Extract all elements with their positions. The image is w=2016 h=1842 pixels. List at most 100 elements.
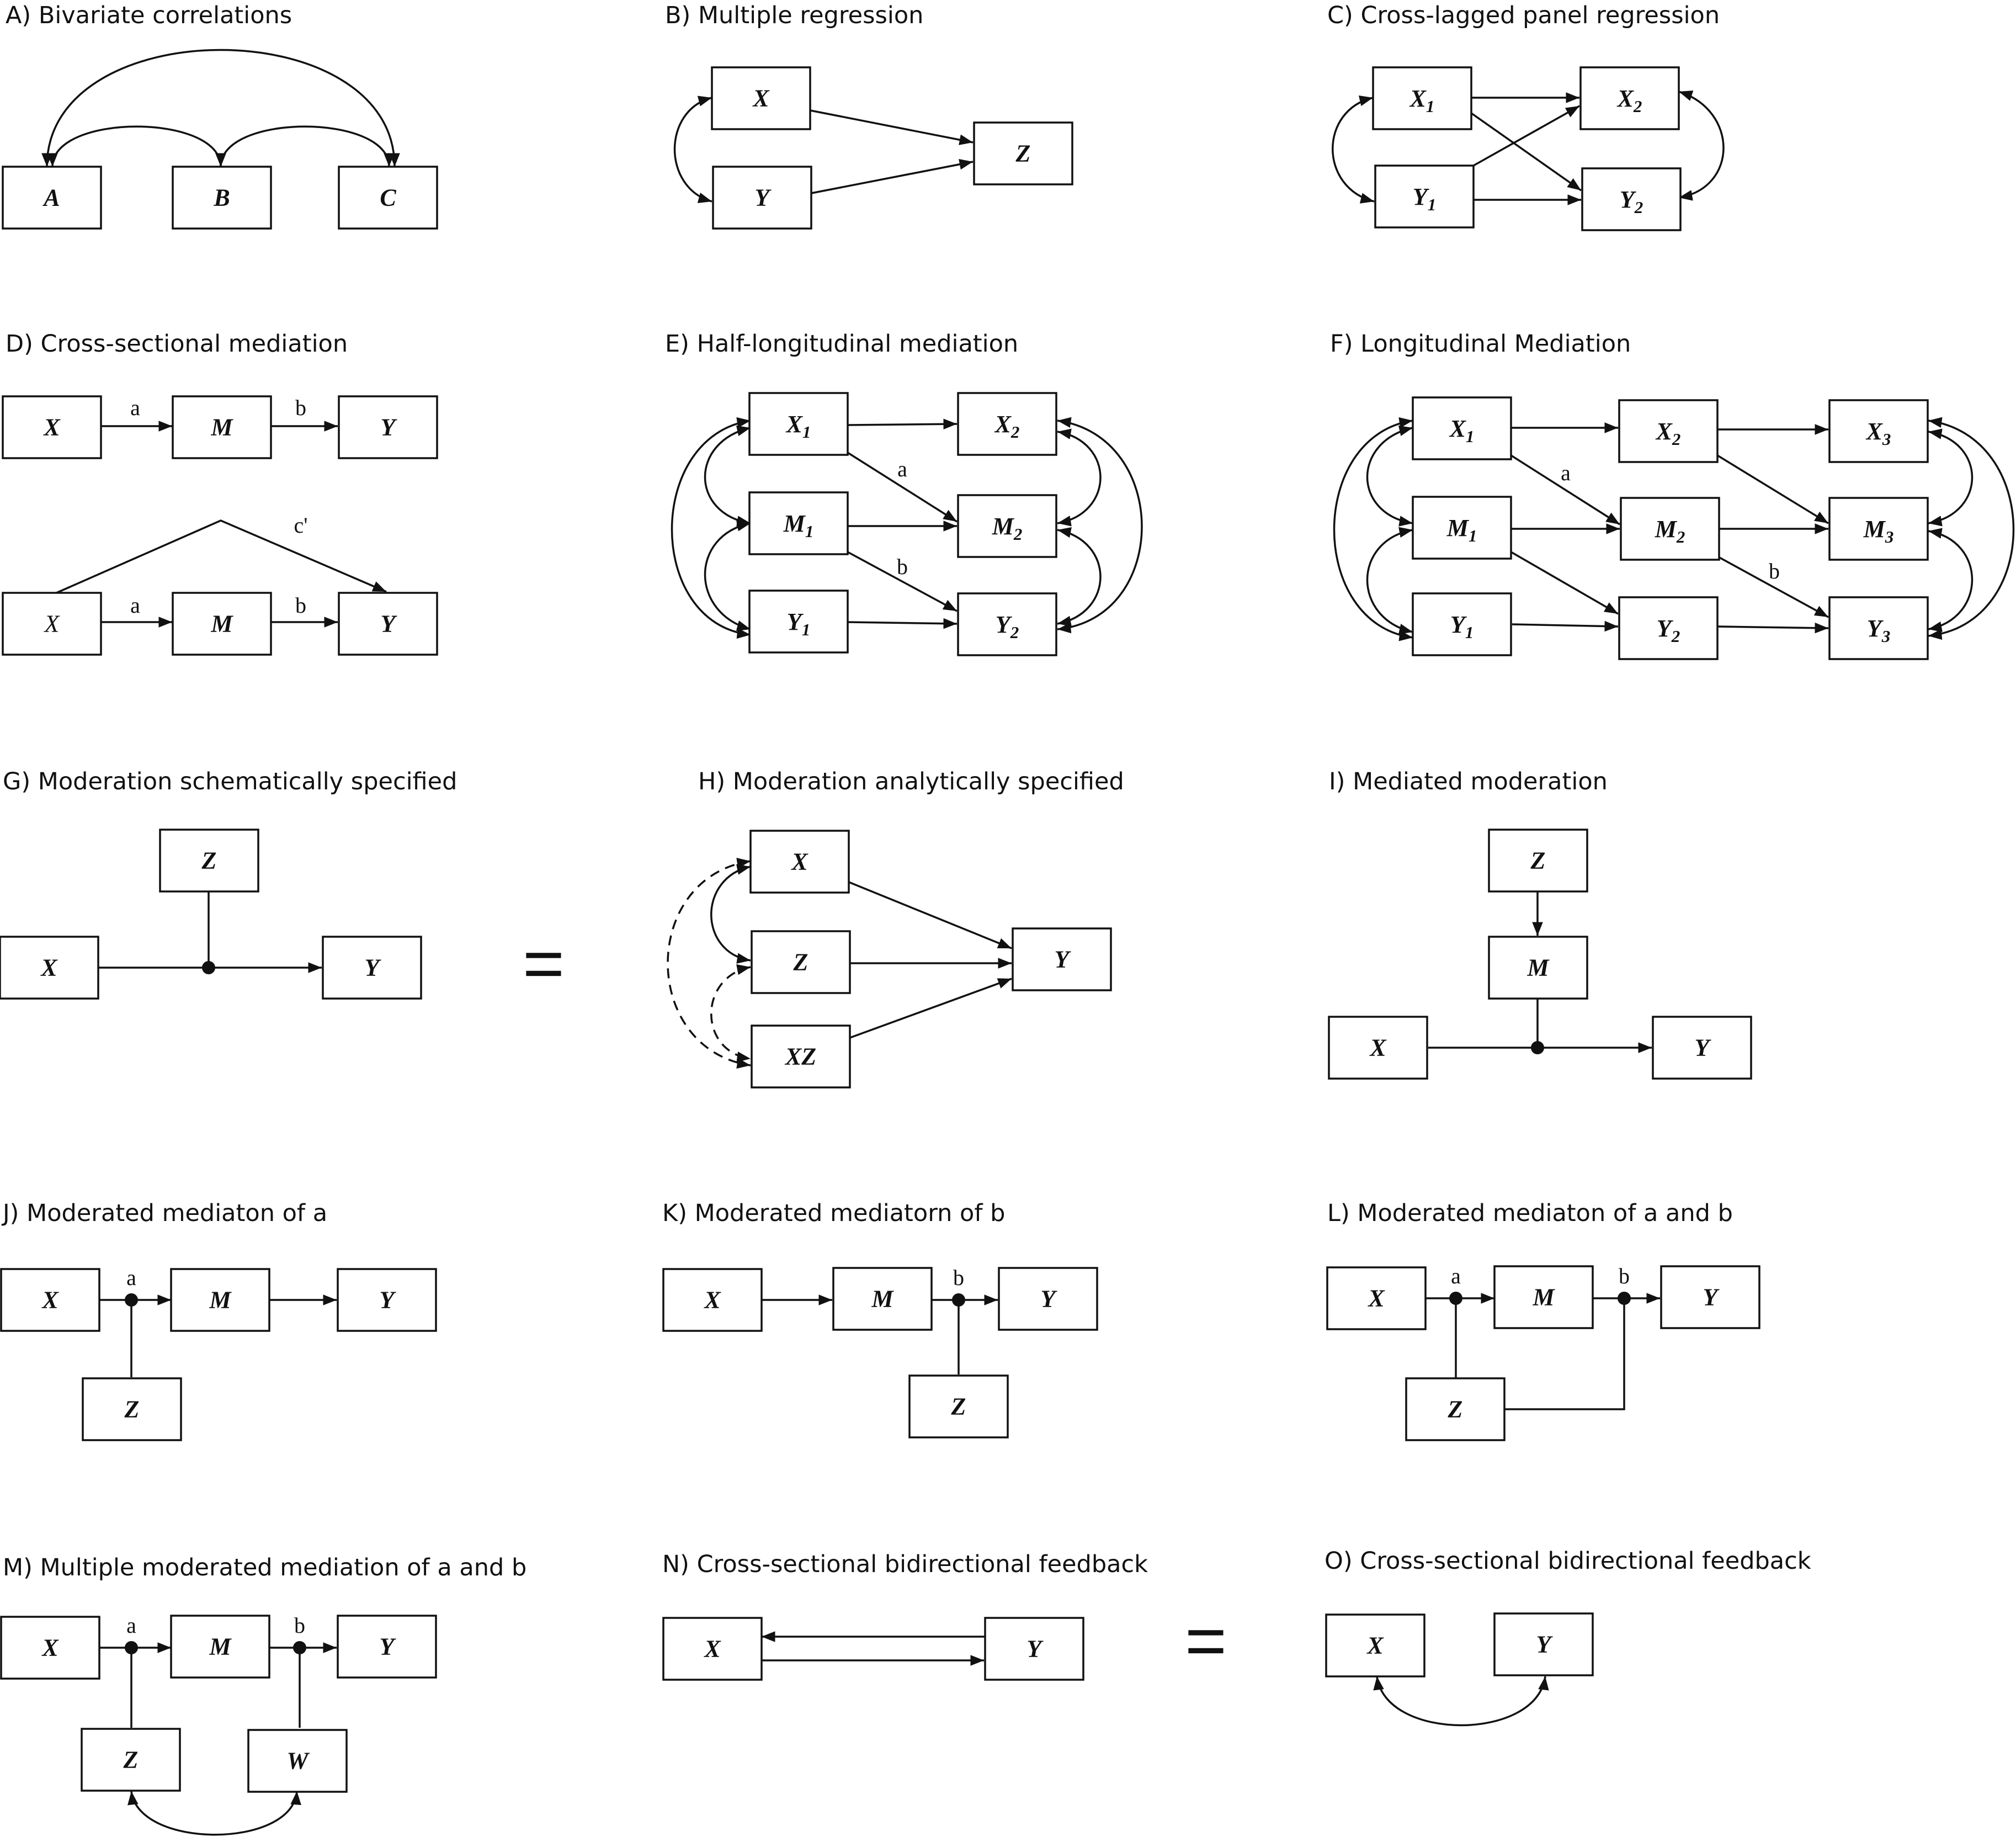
- node-x1: X1: [1412, 396, 1512, 460]
- node-w: W: [247, 1729, 348, 1793]
- correlation-arrow-x2-y2: [1678, 91, 1725, 201]
- node-y: Y: [712, 166, 812, 230]
- svg-text:M3: M3: [1863, 516, 1894, 546]
- path-arrow-m1-y2: [1510, 551, 1619, 615]
- svg-text:Y: Y: [380, 1633, 397, 1660]
- correlation-arrow-x1-m1: [1366, 425, 1413, 527]
- path-arrow-a: [847, 452, 958, 523]
- path-arrow-x1-x2: [847, 418, 958, 430]
- svg-text:X3: X3: [1865, 418, 1891, 449]
- node-m: M: [172, 395, 272, 459]
- moderator-line-b: [1504, 1298, 1625, 1410]
- svg-text:X: X: [41, 1287, 59, 1314]
- node-y: Y: [322, 936, 422, 1000]
- svg-text:Y: Y: [755, 184, 772, 211]
- node-z: Z: [908, 1374, 1009, 1438]
- svg-text:Z: Z: [1448, 1396, 1463, 1423]
- path-label-b: b: [897, 554, 908, 579]
- svg-text:Y2: Y2: [1620, 186, 1643, 217]
- node-x1: X1: [748, 392, 849, 456]
- svg-text:X: X: [790, 848, 808, 875]
- svg-text:W: W: [286, 1748, 310, 1775]
- path-arrow-b: [847, 551, 958, 612]
- node-m: M: [1488, 936, 1588, 1000]
- correlation-arrow-x1-y1: [1332, 95, 1375, 204]
- panel-e: E) Half-longitudinal mediation a b X1 M1…: [665, 330, 1143, 656]
- panel-title: O) Cross-sectional bidirectional feedbac…: [1325, 1547, 1811, 1575]
- svg-text:Z: Z: [201, 847, 217, 874]
- path-arrow-c-prime: [55, 519, 387, 594]
- node-x: X: [0, 1268, 100, 1332]
- node-y: Y: [998, 1267, 1098, 1331]
- correlation-arrow-x1-y1: [671, 417, 751, 639]
- node-y: Y: [338, 395, 438, 459]
- node-x: X: [0, 936, 99, 1000]
- svg-text:X: X: [41, 1634, 59, 1661]
- node-y1: Y1: [1374, 164, 1475, 229]
- node-y: Y: [337, 1268, 437, 1332]
- svg-text:Y: Y: [1703, 1284, 1720, 1311]
- moderation-junction-b: [1618, 1292, 1631, 1305]
- svg-text:B: B: [213, 184, 230, 211]
- svg-text:Y3: Y3: [1867, 615, 1890, 646]
- svg-text:Z: Z: [124, 1396, 140, 1423]
- moderation-junction-a: [125, 1641, 138, 1654]
- panel-title: G) Moderation schematically specified: [3, 768, 457, 795]
- correlation-arrow-x2-m2: [1057, 428, 1102, 527]
- panel-title: A) Bivariate correlations: [6, 2, 292, 29]
- path-label-b: b: [953, 1265, 964, 1290]
- correlation-arrow-m1-y1: [1366, 527, 1413, 635]
- svg-text:Y2: Y2: [1657, 615, 1680, 646]
- panel-f: F) Longitudinal Mediation a b X1 M1 Y1 X…: [1330, 330, 2015, 660]
- node-x: X: [1325, 1613, 1425, 1678]
- node-m: M: [170, 1615, 270, 1679]
- path-label-a: a: [126, 1265, 136, 1290]
- node-y2: Y2: [957, 592, 1057, 656]
- correlation-arrow-m3-y3: [1928, 528, 1974, 633]
- svg-text:X: X: [1369, 1034, 1387, 1061]
- path-arrow-y1-y2: [1512, 620, 1619, 632]
- node-y: Y: [338, 592, 438, 656]
- node-z: Z: [1405, 1377, 1506, 1441]
- path-arrow-xz-y: [849, 978, 1012, 1039]
- node-x: X: [711, 66, 811, 130]
- path-label-a: a: [130, 395, 140, 420]
- correlation-arrow-m2-y2: [1057, 527, 1102, 627]
- equals-sign: =: [1185, 1600, 1227, 1681]
- panel-title: I) Mediated moderation: [1329, 768, 1608, 795]
- correlation-arrow-x1-m1: [704, 425, 751, 527]
- svg-text:Y1: Y1: [1413, 183, 1436, 214]
- panel-m: M) Multiple moderated mediation of a and…: [0, 1554, 526, 1836]
- node-m1: M1: [1412, 496, 1512, 560]
- path-label-a: a: [130, 593, 140, 618]
- panel-a: A) Bivariate correlations A B C: [2, 2, 438, 230]
- svg-text:Z: Z: [793, 949, 808, 976]
- path-label-c-prime: c': [294, 513, 308, 538]
- svg-text:X: X: [42, 414, 61, 441]
- node-m: M: [172, 592, 272, 656]
- svg-text:X: X: [1366, 1632, 1384, 1659]
- svg-text:M2: M2: [992, 513, 1023, 544]
- panel-l: L) Moderated mediaton of a and b a b X M…: [1326, 1199, 1760, 1441]
- svg-text:M: M: [209, 1287, 232, 1314]
- correlation-arrow-x-y: [1373, 1676, 1549, 1727]
- node-y: Y: [1652, 1016, 1752, 1080]
- path-arrow-x2-m3: [1717, 454, 1829, 524]
- path-label-b: b: [1769, 559, 1780, 583]
- svg-text:X: X: [703, 1636, 721, 1663]
- correlation-arrow-z-w: [127, 1791, 301, 1836]
- node-m: M: [170, 1268, 270, 1332]
- svg-text:M: M: [210, 611, 233, 638]
- svg-text:Y: Y: [365, 954, 382, 981]
- panel-h: H) Moderation analytically specified X Z…: [667, 768, 1124, 1089]
- node-x: X: [749, 830, 850, 894]
- correlation-arrow-a-b: [47, 125, 226, 167]
- panel-o: O) Cross-sectional bidirectional feedbac…: [1325, 1547, 1811, 1727]
- svg-text:X: X: [1367, 1285, 1385, 1312]
- svg-text:X2: X2: [994, 411, 1020, 442]
- svg-text:X2: X2: [1616, 85, 1642, 116]
- node-z: Z: [159, 829, 259, 893]
- panel-title: M) Multiple moderated mediation of a and…: [3, 1554, 526, 1581]
- node-x: X: [2, 395, 102, 459]
